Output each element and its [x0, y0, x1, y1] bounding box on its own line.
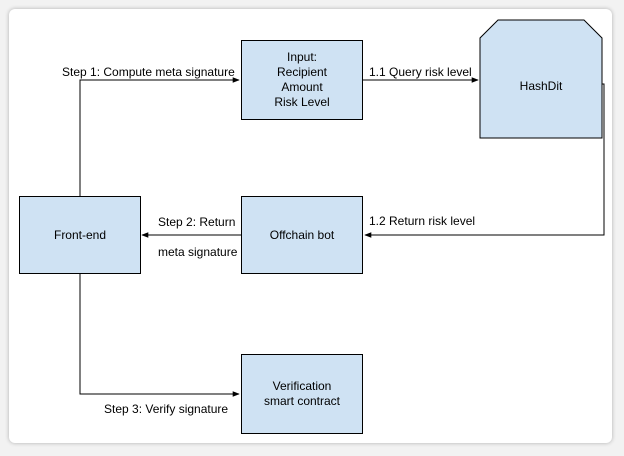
node-hashdit-label: HashDit: [519, 79, 563, 93]
edge-step1: [79, 77, 240, 196]
edge-label-step2-line2: meta signature: [158, 245, 238, 259]
node-verification: Verification smart contract: [241, 354, 363, 434]
edge-return-risk: [364, 83, 605, 238]
edge-label-step3: Step 3: Verify signature: [104, 402, 229, 416]
node-input-line-3: Amount: [281, 80, 323, 94]
edge-label-step2-line1: Step 2: Return: [158, 215, 236, 229]
node-verification-line-1: Verification: [272, 379, 332, 393]
node-offchain-bot: Offchain bot: [241, 196, 363, 274]
node-frontend-label: Front-end: [53, 227, 107, 242]
node-verification-line-2: smart contract: [263, 394, 341, 408]
edge-step3: [79, 274, 240, 397]
edge-label-return-risk: 1.2 Return risk level: [369, 214, 476, 228]
edge-label-step1: Step 1: Compute meta signature: [62, 65, 235, 79]
node-input-line-1: Input:: [286, 50, 318, 64]
node-input-line-2: Recipient: [276, 65, 328, 79]
node-input-line-4: Risk Level: [274, 95, 330, 109]
hashdit-shape: [479, 19, 603, 139]
node-offchain-bot-label: Offchain bot: [269, 227, 335, 242]
edge-label-query-risk: 1.1 Query risk level: [369, 65, 472, 79]
node-frontend: Front-end: [19, 196, 141, 274]
node-input: Input: Recipient Amount Risk Level: [241, 40, 363, 120]
